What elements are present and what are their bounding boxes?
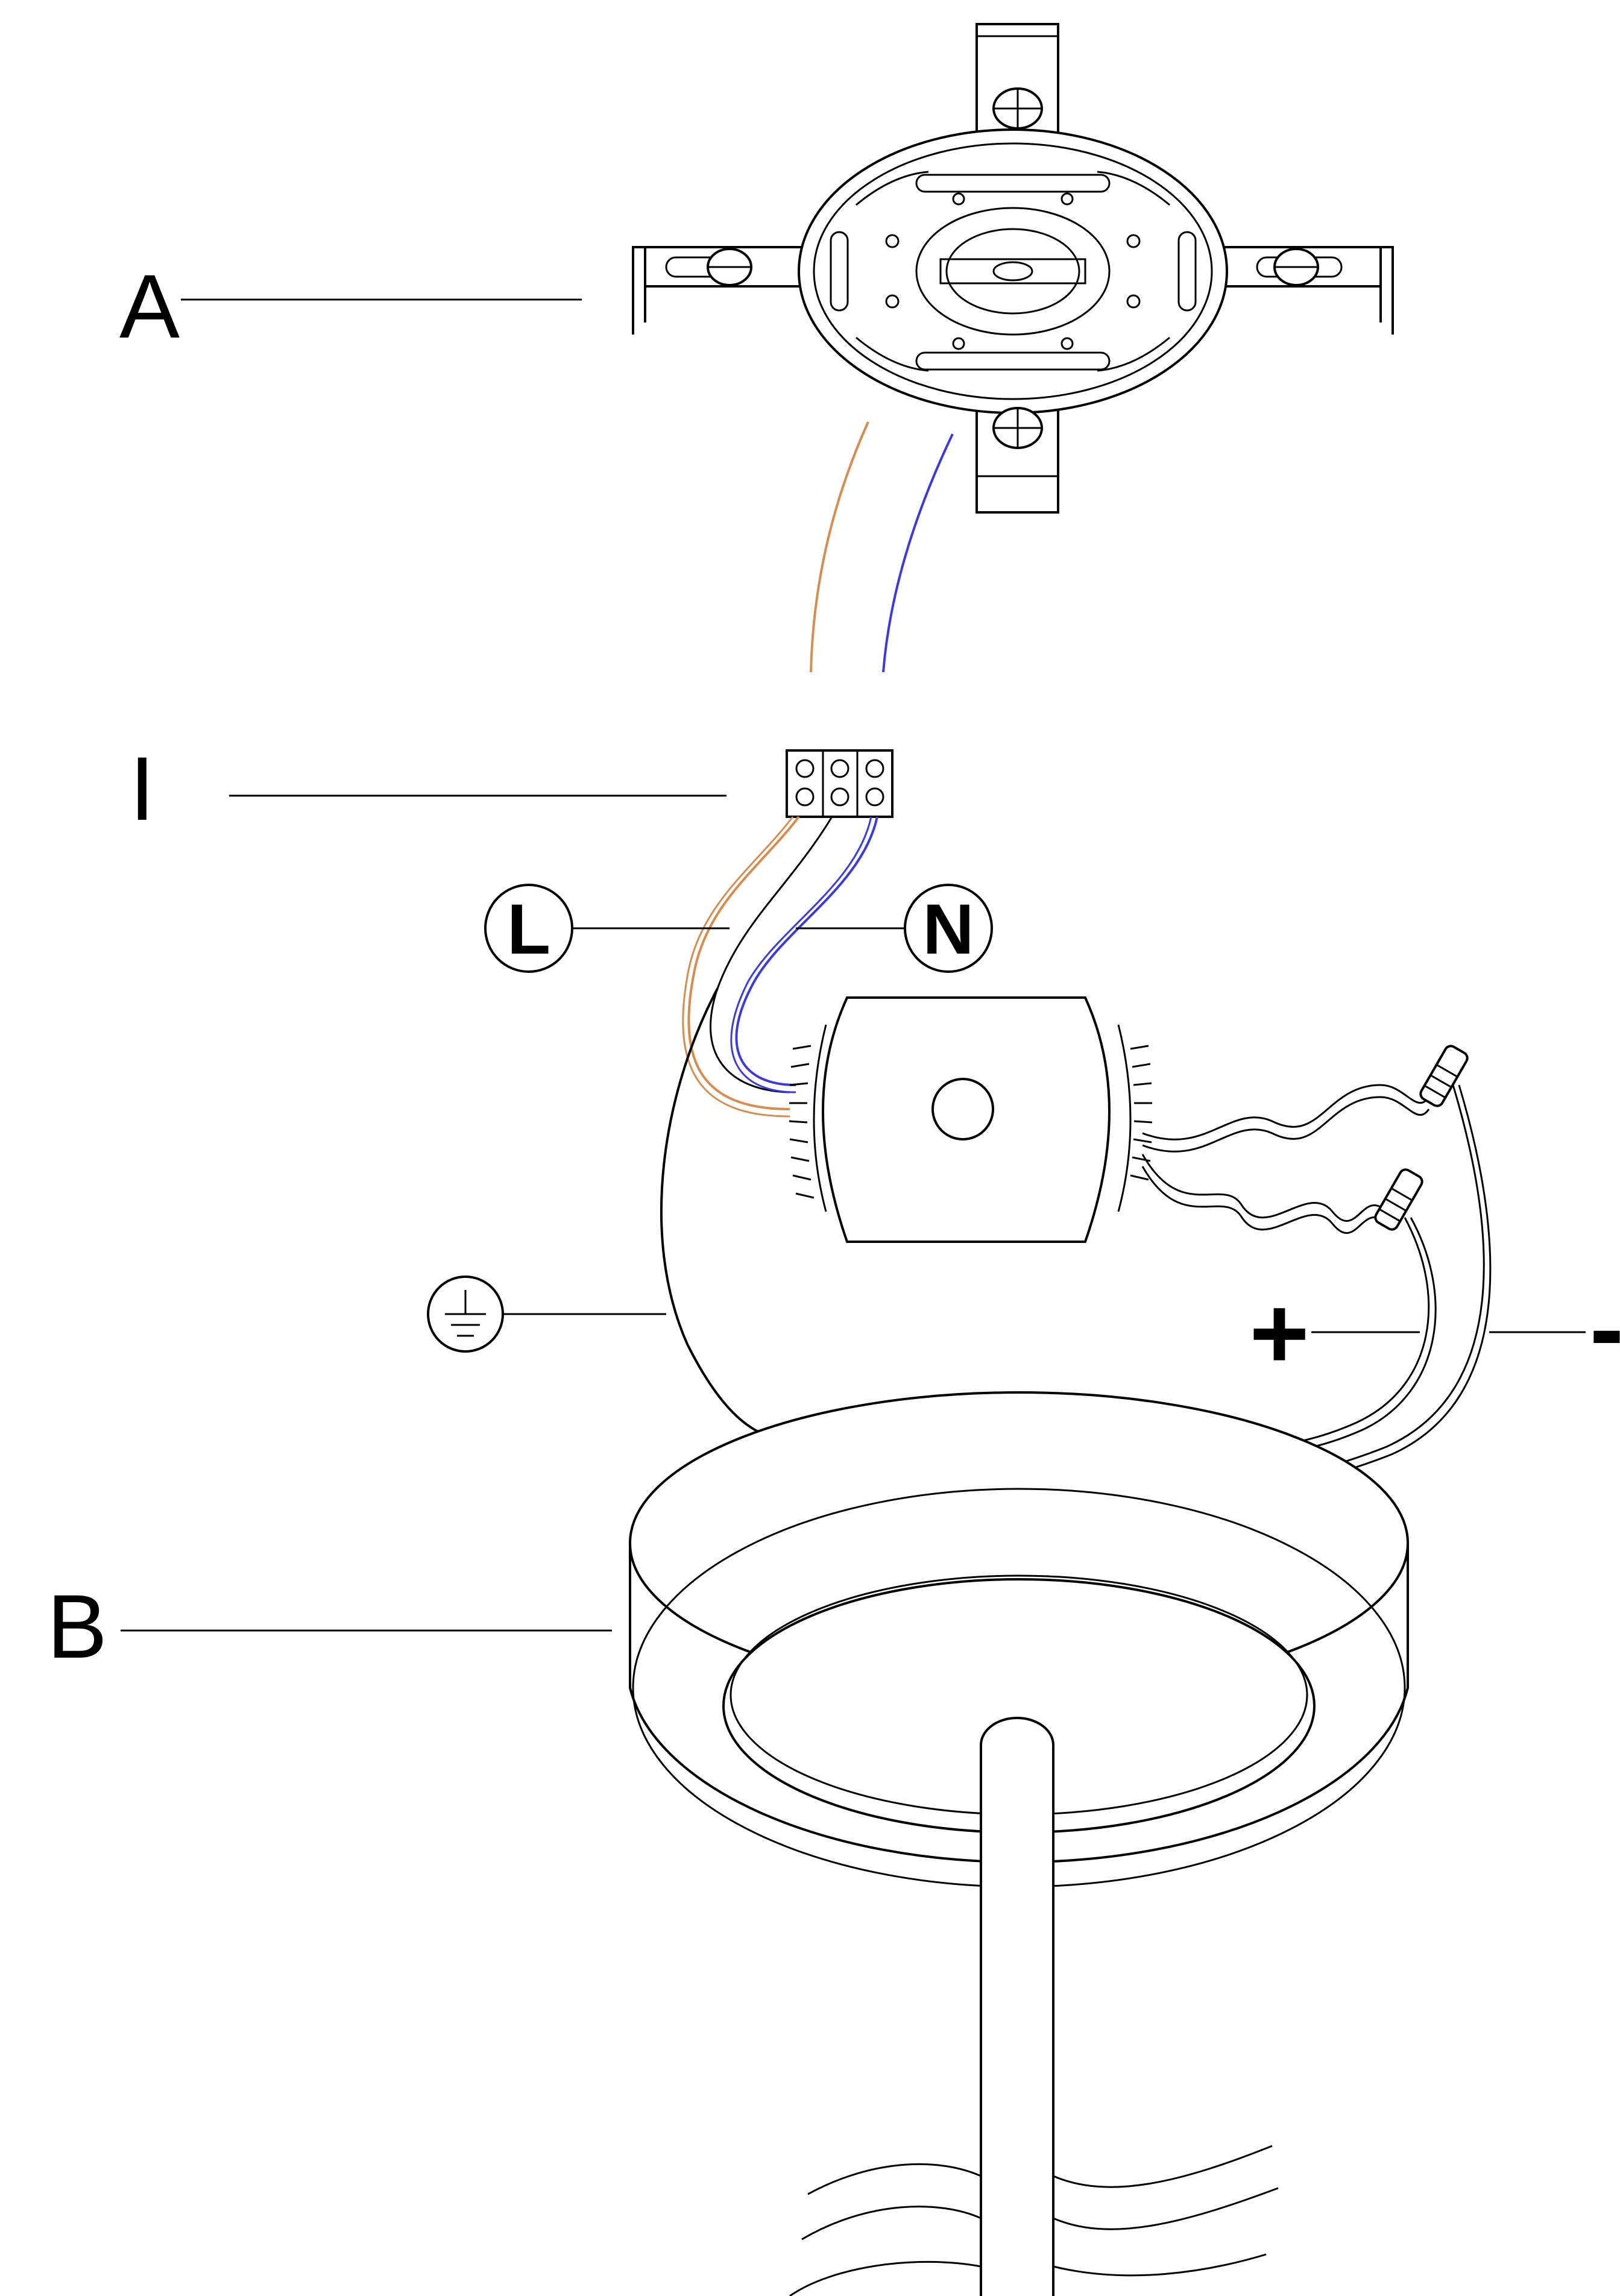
dc-output-wire-negative [1142, 1084, 1430, 1140]
led-driver [789, 996, 1153, 1243]
neutral-label: N [922, 890, 974, 969]
driver-wire-earth [710, 816, 833, 1093]
bracket-screw-right [1256, 248, 1343, 286]
canopy [629, 1391, 1409, 1888]
positive-marker: + [1249, 1276, 1420, 1391]
part-a-label: A [119, 256, 180, 357]
live-marker: L [484, 884, 730, 973]
terminal-block [786, 749, 894, 818]
supply-wire-live [810, 421, 869, 673]
supply-wire-neutral [882, 433, 954, 673]
mounting-bracket [632, 23, 1394, 514]
negative-marker: - [1489, 1271, 1620, 1386]
neutral-marker: N [796, 884, 993, 973]
earth-ground-marker [427, 1275, 666, 1353]
driver-wire-live [687, 816, 800, 1110]
bracket-screw-top [992, 87, 1043, 130]
part-b-callout: B [47, 1576, 612, 1677]
part-i-label: I [130, 738, 155, 839]
driver-center-hole [931, 1078, 994, 1140]
part-b-label: B [47, 1576, 107, 1677]
bracket-screw-left [665, 248, 752, 286]
canopy-shroud-outline [660, 988, 790, 1445]
bracket-screw-bottom [992, 407, 1043, 449]
dc-connector-negative [1419, 1045, 1469, 1107]
negative-label: - [1590, 1271, 1620, 1386]
live-label: L [507, 890, 550, 969]
positive-label: + [1249, 1276, 1309, 1391]
driver-wire-neutral [735, 816, 878, 1086]
dc-output-wire-positive [1141, 1154, 1388, 1222]
dc-connector-positive [1374, 1168, 1423, 1231]
part-a-callout: A [119, 256, 582, 357]
part-i-callout: I [130, 738, 726, 839]
lamp-stem [789, 1717, 1279, 2296]
